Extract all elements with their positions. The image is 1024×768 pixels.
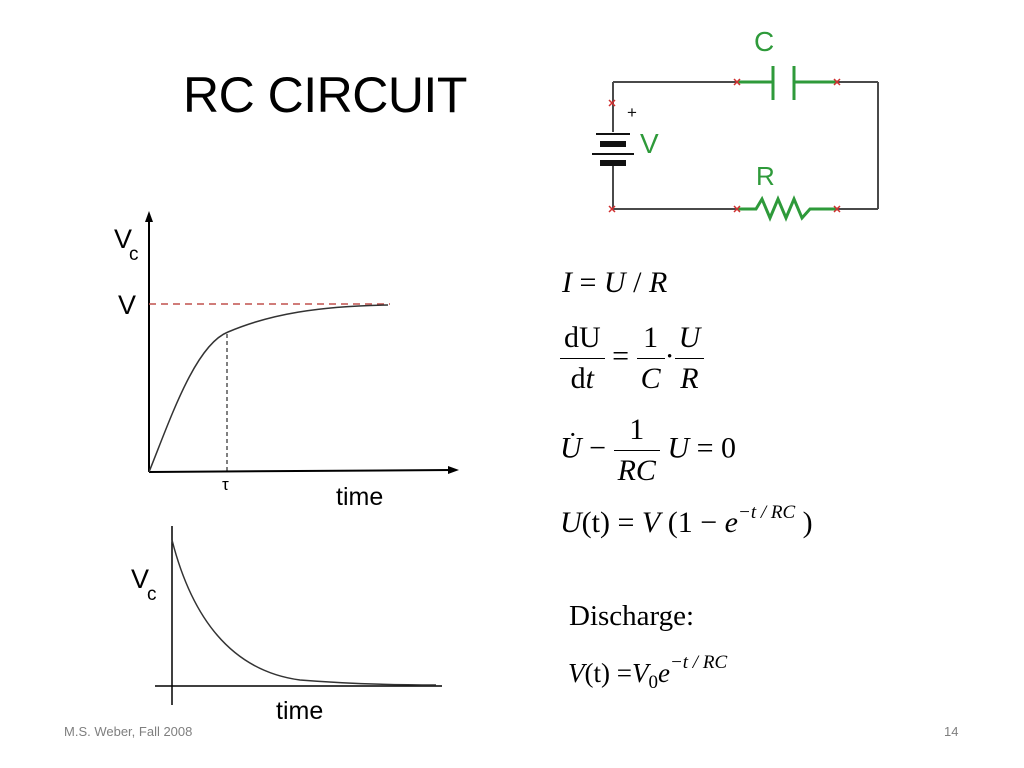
fraction-one-over-c: 1 C bbox=[636, 318, 665, 399]
page-number: 14 bbox=[944, 724, 959, 739]
source-label: V bbox=[640, 128, 659, 159]
capacitor-symbol bbox=[738, 66, 838, 100]
time-label: time bbox=[336, 483, 383, 511]
differential-equation: dU dt = 1 C · U R bbox=[560, 318, 705, 399]
fraction-du-dt: dU dt bbox=[560, 318, 605, 399]
node-markers bbox=[608, 78, 841, 213]
fraction-one-over-rc: 1 RC bbox=[613, 410, 660, 491]
tau-label: τ bbox=[222, 475, 229, 494]
u-dot: U̇ bbox=[560, 431, 582, 465]
capacitor-label: C bbox=[754, 26, 774, 57]
fraction-u-over-r: U R bbox=[674, 318, 705, 399]
x-axis bbox=[148, 469, 453, 473]
charge-curve bbox=[148, 304, 389, 473]
discharge-curve bbox=[171, 539, 437, 686]
vc-label-main: V bbox=[131, 564, 149, 594]
discharge-equation: V(t) =V0e−t / RC bbox=[568, 652, 728, 693]
slide-title: RC CIRCUIT bbox=[183, 67, 467, 123]
dt-denominator: dt bbox=[570, 362, 594, 395]
ohm-eq: = bbox=[579, 266, 597, 299]
ohm-u: U bbox=[603, 266, 626, 299]
ohm-r: R bbox=[648, 266, 668, 299]
ohm-i: I bbox=[562, 266, 572, 299]
vc-label-sub: c bbox=[129, 244, 139, 265]
resistor-label: R bbox=[756, 161, 775, 191]
ohm-slash: / bbox=[633, 266, 642, 299]
resistor-symbol bbox=[738, 195, 838, 222]
diff-eq: = bbox=[612, 339, 630, 373]
vc-label-sub: c bbox=[147, 584, 157, 605]
vc-label-main: V bbox=[114, 224, 132, 254]
footer-author: M.S. Weber, Fall 2008 bbox=[64, 724, 193, 739]
discharge-label: Discharge: bbox=[569, 600, 695, 632]
battery-symbol bbox=[592, 133, 634, 166]
plus-sign: + bbox=[627, 103, 637, 122]
ode-equation: U̇ − 1 RC U = 0 bbox=[560, 410, 736, 491]
ohm-law-equation: I = U / R bbox=[562, 266, 667, 300]
time-label: time bbox=[276, 697, 323, 725]
charge-solution-equation: U(t) = V (1 − e−t / RC ) bbox=[560, 502, 813, 539]
du-numerator: dU bbox=[560, 318, 605, 359]
v-level-label: V bbox=[118, 290, 136, 320]
x-axis-arrow bbox=[448, 466, 459, 474]
y-axis-arrow bbox=[145, 211, 153, 222]
